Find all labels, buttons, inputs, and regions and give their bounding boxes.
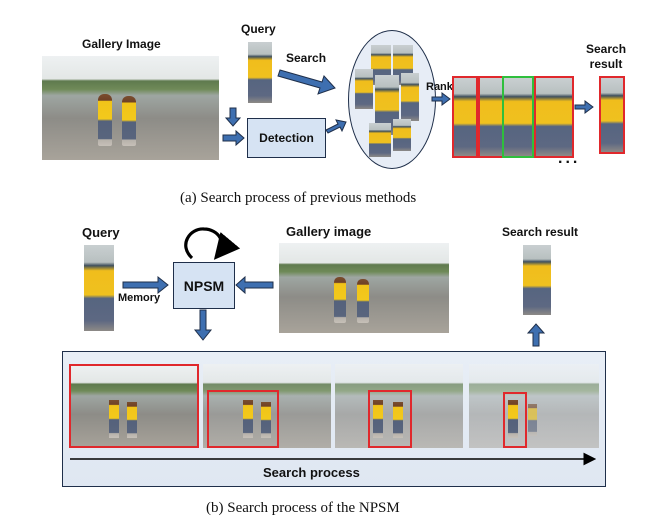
search-process-panel: Search process [62,351,606,487]
gallery-to-detection-arrow [222,129,245,147]
focus-box-1 [69,364,199,448]
query-crop-top [248,42,272,103]
search-label: Search [286,51,327,65]
rank-arrow [431,92,451,106]
candidates-ellipse [348,30,436,169]
candidate-crop [355,69,373,109]
bottom-arrows [122,275,546,347]
query-to-npsm-arrow [122,275,169,295]
ranked-crop-1 [452,76,478,158]
person-figure [122,96,136,146]
person-figure [334,277,346,323]
search-result-crop-top [599,76,625,154]
person-figure [127,402,137,438]
focus-box-2 [207,390,279,448]
caption-a: (a) Search process of previous methods [180,190,417,206]
gallery-photo-top [42,56,219,160]
ranked-crop-3-match [502,76,534,158]
focus-box-4 [503,392,527,448]
search-result-label-bottom: Search result [502,225,579,239]
search-arrow [277,69,336,95]
detection-to-ellipse-arrow [325,119,347,134]
query-crop-bottom [84,245,114,331]
candidate-crop [401,73,419,121]
person-figure [393,402,403,438]
gallery-to-npsm-arrow [235,275,274,295]
query-label-bottom: Query [82,225,120,240]
recurrent-loop-icon [184,227,241,260]
search-process-label: Search process [263,465,360,480]
query-label-top: Query [241,22,276,36]
detection-link [224,107,242,127]
detection-box: Detection [247,118,326,158]
search-result-crop-bottom [523,245,551,315]
ellipsis: ... [558,150,581,167]
ranked-crop-4 [534,76,574,158]
person-figure [528,404,537,436]
person-figure [261,402,271,438]
search-result-label-top: Search result [586,42,627,71]
focus-box-3 [368,390,412,448]
gallery-image-label: Gallery Image [82,37,161,51]
npsm-box: NPSM [173,262,235,309]
person-figure [508,400,518,438]
npsm-down-arrow [193,309,213,341]
gallery-image-label-bottom: Gallery image [286,224,372,239]
ranked-crop-2 [478,76,504,158]
person-figure [357,279,369,323]
result-arrow [574,100,594,114]
candidate-crop [369,123,391,157]
person-figure [373,400,383,438]
gallery-photo-bottom [279,243,449,333]
top-arrows [222,69,594,147]
memory-label: Memory [118,292,161,304]
person-figure [109,400,119,438]
person-figure [243,400,253,438]
person-figure [98,94,112,146]
rank-label: Rank [426,81,453,93]
result-up-arrow [526,323,546,347]
candidate-crop [393,119,411,151]
